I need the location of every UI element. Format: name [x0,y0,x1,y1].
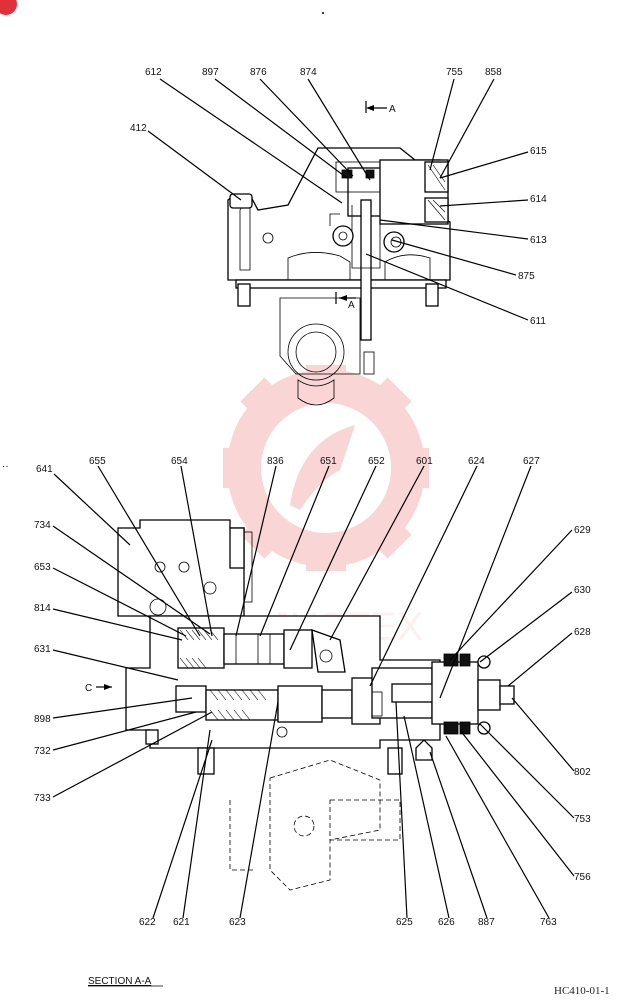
callout-630: 630 [574,585,591,596]
callout-641: 641 [36,464,53,475]
view-c-arrow [96,684,112,690]
callout-887: 887 [478,917,495,928]
callout-629: 629 [574,525,591,536]
top-leader-lines [147,78,529,321]
callout-613: 613 [530,235,547,246]
callout-875: 875 [518,271,535,282]
callout-615: 615 [530,146,547,157]
callout-622: 622 [139,917,156,928]
callout-653: 653 [34,562,51,573]
section-caption: SECTION A-A [88,976,152,987]
section-mark-bottom: A [348,300,355,311]
callout-655: 655 [89,456,106,467]
view-c-label: C [85,683,92,694]
callout-654: 654 [171,456,188,467]
callout-763: 763 [540,917,557,928]
callout-601: 601 [416,456,433,467]
bottom-callout-labels: 641 655 654 836 651 652 601 624 627 734 … [34,456,591,928]
callout-621: 621 [173,917,190,928]
callout-734: 734 [34,520,51,531]
callout-614: 614 [530,194,547,205]
bottom-leader-lines [52,465,575,919]
callout-623: 623 [229,917,246,928]
callout-898: 898 [34,714,51,725]
corner-badge-icon [0,0,17,15]
callout-897: 897 [202,67,219,78]
callout-652: 652 [368,456,385,467]
top-view-assembly [227,101,451,406]
callout-858: 858 [485,67,502,78]
callout-624: 624 [468,456,485,467]
watermark-logo-icon: JUSTEX [223,365,429,649]
callout-412: 412 [130,123,147,134]
callout-756: 756 [574,872,591,883]
callout-627: 627 [523,456,540,467]
callout-876: 876 [250,67,267,78]
callout-612: 612 [145,67,162,78]
callout-802: 802 [574,767,591,778]
callout-874: 874 [300,67,317,78]
callout-631: 631 [34,644,51,655]
section-mark-top: A [389,104,396,115]
callout-814: 814 [34,603,51,614]
callout-625: 625 [396,917,413,928]
callout-626: 626 [438,917,455,928]
drawing-code: HC410-01-1 [554,985,610,997]
bottom-view-assembly [117,519,515,891]
callout-733: 733 [34,793,51,804]
top-callout-labels: 612 897 876 874 755 858 412 615 614 613 … [130,67,547,327]
callout-836: 836 [267,456,284,467]
callout-628: 628 [574,627,591,638]
svg-text:··: ·· [2,461,9,472]
callout-732: 732 [34,746,51,757]
callout-611: 611 [530,316,546,327]
callout-753: 753 [574,814,591,825]
callout-651: 651 [320,456,337,467]
callout-755: 755 [446,67,463,78]
